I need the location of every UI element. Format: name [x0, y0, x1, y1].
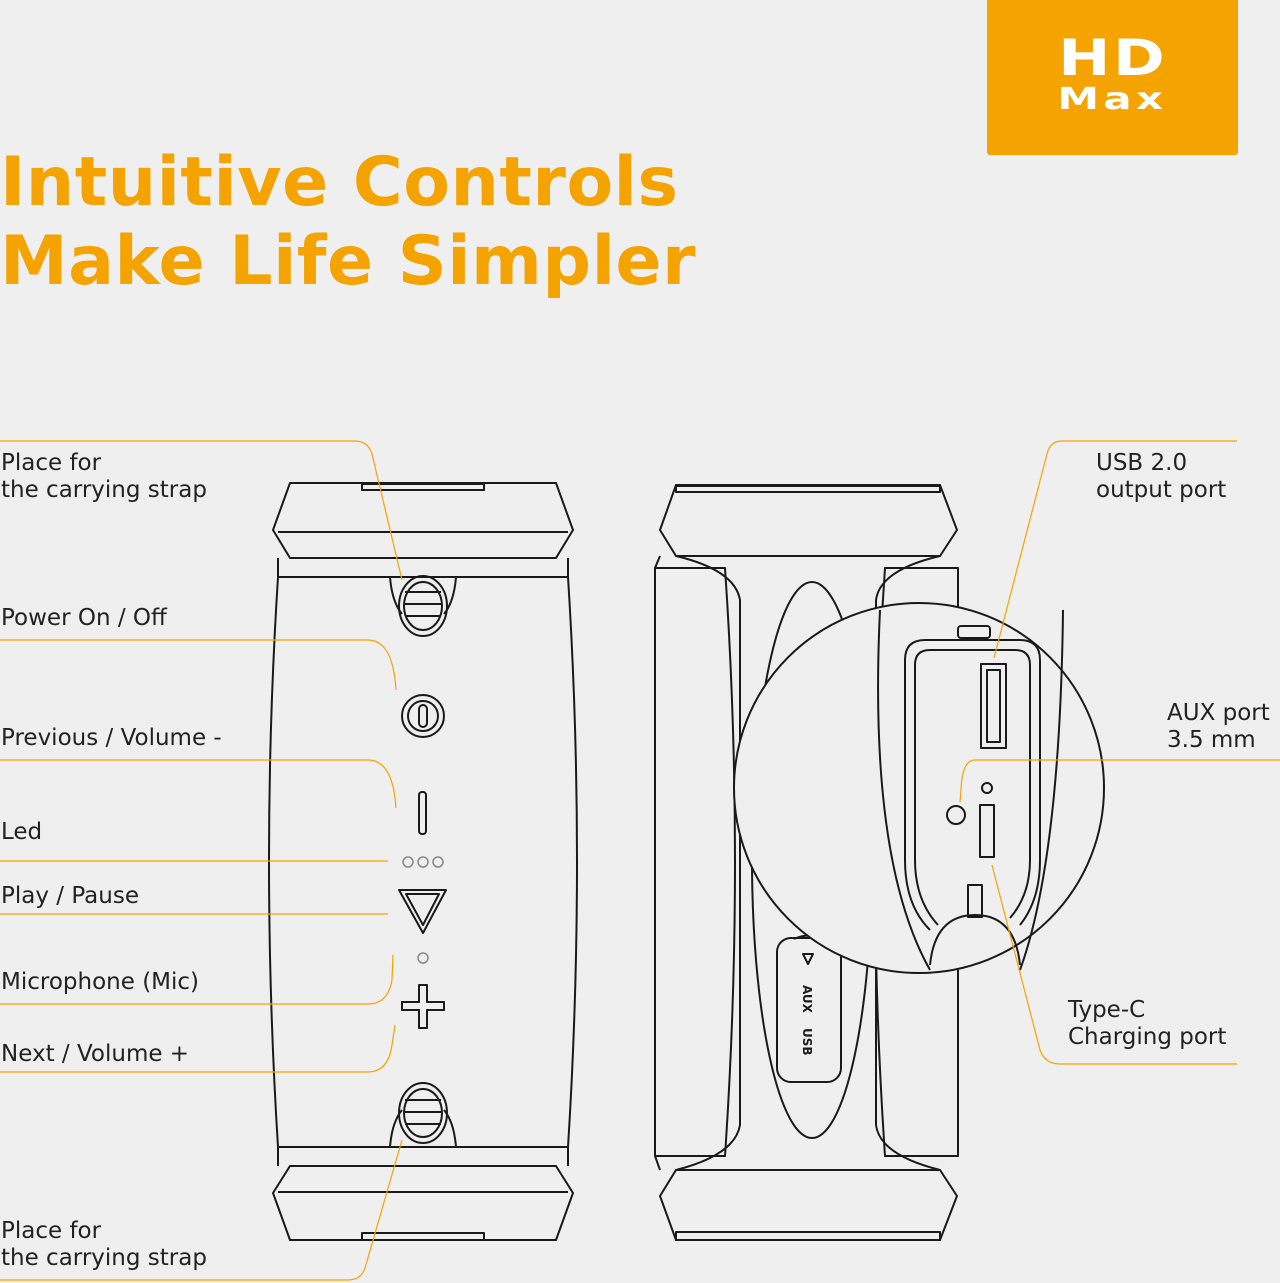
label-usb-port: USB 2.0 output port — [1096, 450, 1226, 504]
led-indicators — [402, 856, 444, 868]
label-play-pause: Play / Pause — [1, 883, 139, 909]
brand-logo-line2: Max — [1057, 81, 1168, 117]
page-title: Intuitive Controls Make Life Simpler — [0, 143, 696, 301]
brand-logo: HD Max — [987, 0, 1238, 155]
volume-minus-button — [418, 791, 427, 835]
label-type-c-port: Type-C Charging port — [1068, 997, 1226, 1051]
label-aux-port-line1: AUX port — [1167, 700, 1270, 726]
label-strap-top-line2: the carrying strap — [1, 477, 207, 503]
label-aux-port: AUX port 3.5 mm — [1167, 700, 1270, 754]
page-title-line1: Intuitive Controls — [0, 143, 679, 222]
label-power: Power On / Off — [1, 605, 167, 631]
label-usb-port-line1: USB 2.0 — [1096, 450, 1188, 476]
power-button — [401, 694, 445, 738]
label-strap-bottom-line1: Place for — [1, 1218, 102, 1244]
label-strap-top-line1: Place for — [1, 450, 102, 476]
label-usb-port-line2: output port — [1096, 477, 1227, 503]
port-cover-usb-label: USB — [800, 1028, 814, 1056]
type-c-port — [979, 804, 995, 858]
label-led: Led — [1, 819, 43, 845]
port-cover — [776, 937, 842, 1083]
strap-slot-bottom — [398, 1082, 448, 1144]
brand-logo-line1: HD — [1057, 28, 1168, 87]
speaker-front-view — [268, 482, 578, 1241]
label-aux-port-line2: 3.5 mm — [1167, 727, 1256, 753]
label-next-volume-plus: Next / Volume + — [1, 1041, 190, 1067]
page-title-line2: Make Life Simpler — [0, 222, 697, 301]
label-strap-top: Place for the carrying strap — [1, 450, 207, 504]
leader-lines — [0, 440, 1280, 1281]
port-cover-aux-label: AUX — [800, 985, 814, 1014]
aux-port — [946, 805, 966, 825]
label-type-c-port-line1: Type-C — [1068, 997, 1146, 1023]
speaker-side-view — [654, 484, 1105, 1241]
strap-slot-top — [398, 575, 448, 637]
label-strap-bottom-line2: the carrying strap — [1, 1245, 207, 1271]
label-microphone: Microphone (Mic) — [1, 969, 200, 995]
microphone-hole — [417, 952, 429, 964]
usb-port — [980, 663, 1007, 749]
play-pause-button — [398, 889, 447, 934]
ports-zoom-circle — [733, 602, 1105, 974]
volume-plus-button — [401, 984, 445, 1029]
label-strap-bottom: Place for the carrying strap — [1, 1218, 207, 1272]
label-type-c-port-line2: Charging port — [1068, 1024, 1227, 1050]
label-previous-volume-minus: Previous / Volume - — [1, 725, 222, 751]
